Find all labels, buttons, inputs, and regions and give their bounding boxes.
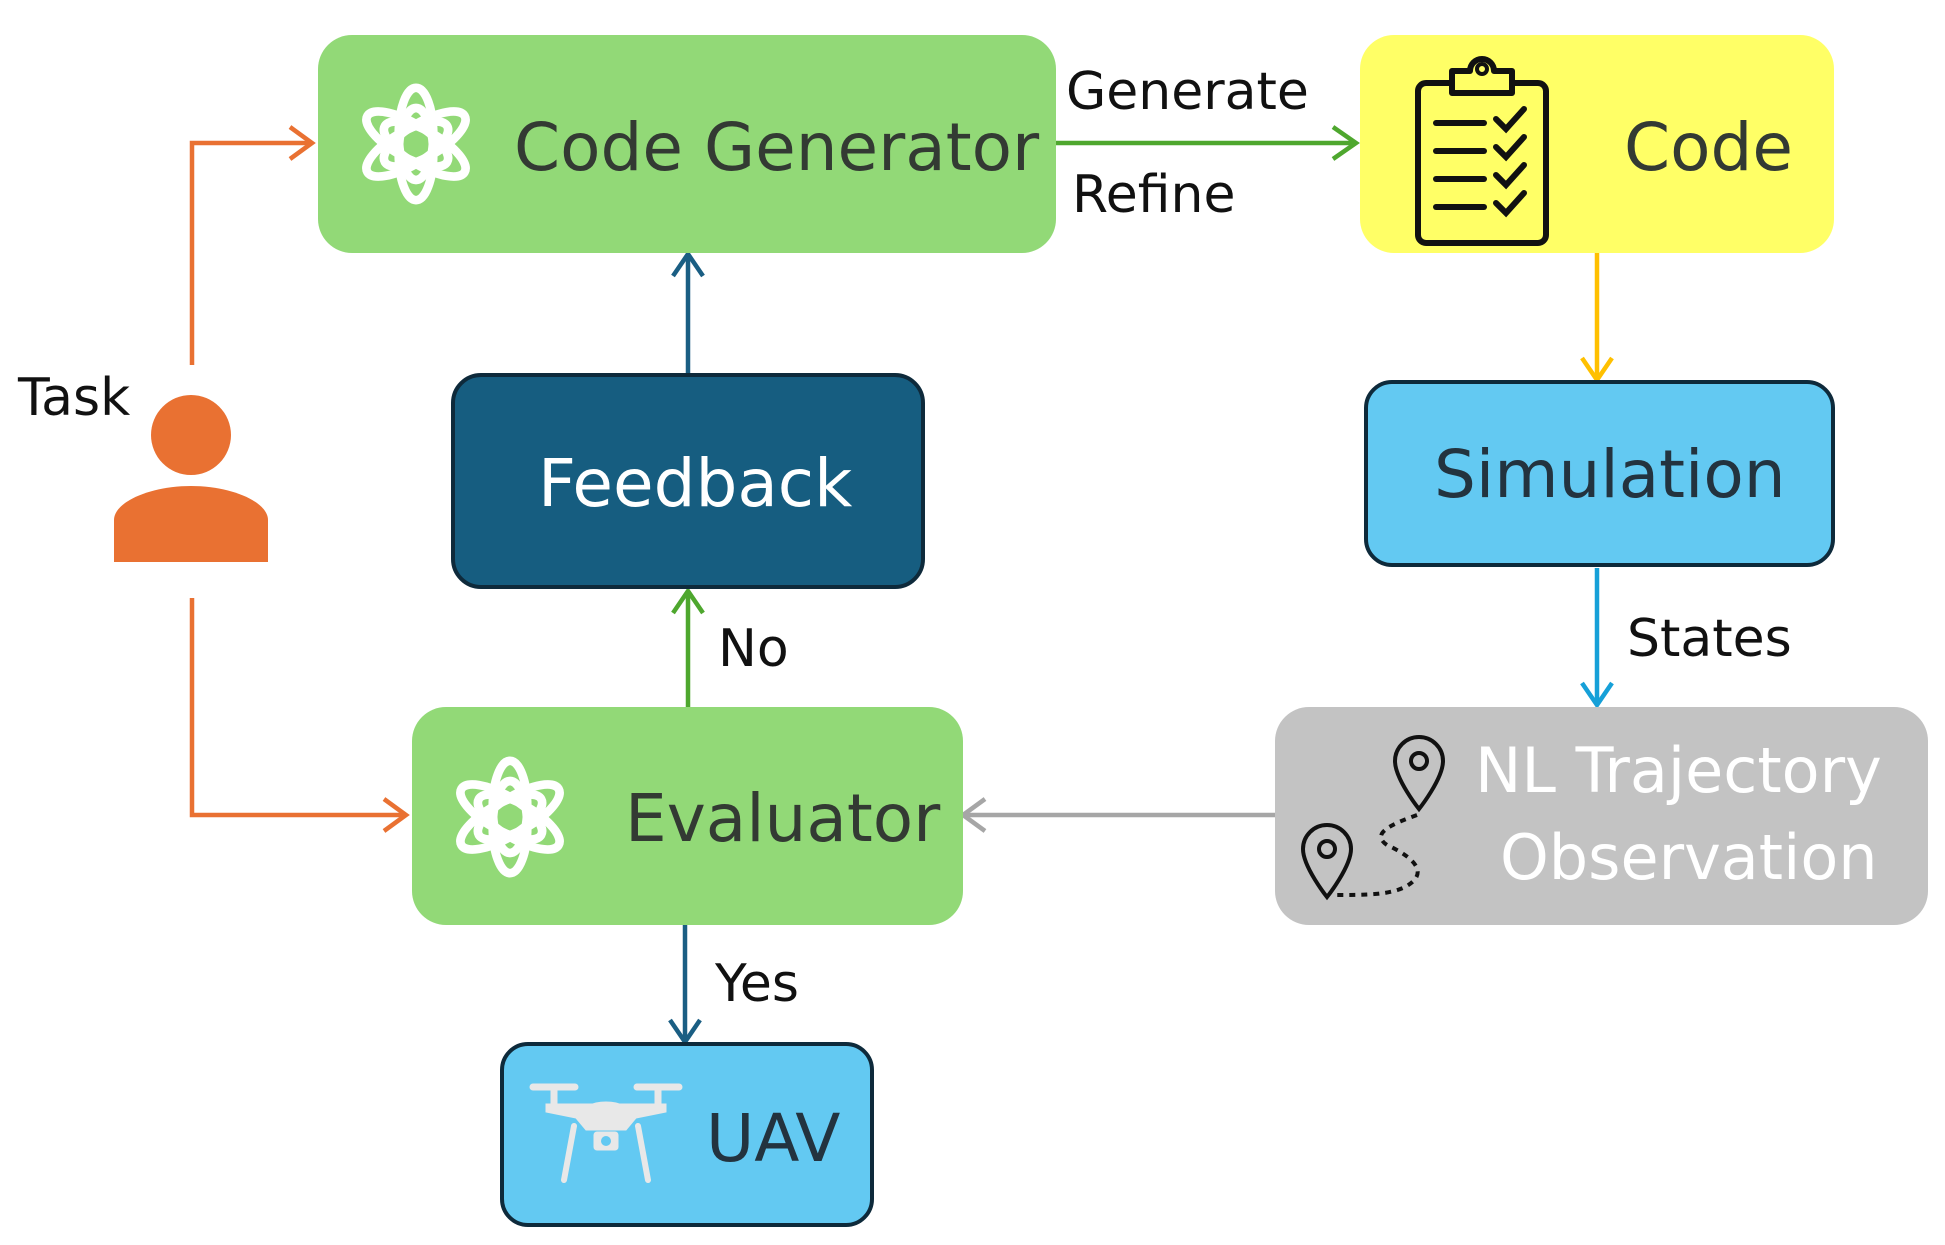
- observation-node: NL Trajectory Observation: [1275, 707, 1928, 925]
- states-arrow: [1580, 568, 1614, 709]
- observation-label-line1: NL Trajectory: [1475, 734, 1882, 807]
- observation-to-evaluator-arrow: [959, 797, 1275, 833]
- simulation-label: Simulation: [1434, 436, 1786, 513]
- states-label: States: [1627, 609, 1792, 669]
- evaluator-label: Evaluator: [625, 780, 941, 857]
- observation-label-line2: Observation: [1500, 821, 1878, 894]
- code-generator-node: Code Generator: [318, 35, 1056, 253]
- task-to-evaluator-arrow: [189, 598, 410, 833]
- code-label: Code: [1624, 109, 1793, 186]
- code-to-simulation-arrow: [1580, 252, 1614, 384]
- openai-logo-icon: [456, 756, 564, 878]
- map-pin-route-icon: [1300, 735, 1446, 901]
- uav-label: UAV: [706, 1100, 841, 1177]
- generate-refine-arrow: [1055, 125, 1360, 161]
- uav-node: UAV: [500, 1042, 874, 1227]
- yes-label: Yes: [715, 954, 799, 1014]
- clipboard-checklist-icon: [1415, 56, 1549, 246]
- task-label: Task: [18, 368, 131, 428]
- feedback-label: Feedback: [538, 445, 853, 522]
- person-icon: [114, 395, 268, 562]
- code-generator-label: Code Generator: [514, 109, 1040, 186]
- generate-label: Generate: [1066, 62, 1309, 122]
- simulation-node: Simulation: [1364, 380, 1835, 567]
- feedback-to-generator-arrow: [671, 250, 705, 373]
- openai-logo-icon: [362, 83, 470, 205]
- yes-arrow: [668, 925, 702, 1046]
- evaluator-node: Evaluator: [412, 707, 963, 925]
- code-node: Code: [1360, 35, 1834, 253]
- feedback-node: Feedback: [451, 373, 925, 589]
- task-to-generator-arrow: [189, 125, 316, 365]
- refine-label: Refine: [1072, 165, 1236, 225]
- drone-icon: [529, 1083, 683, 1183]
- no-arrow: [671, 587, 705, 707]
- no-label: No: [718, 619, 789, 679]
